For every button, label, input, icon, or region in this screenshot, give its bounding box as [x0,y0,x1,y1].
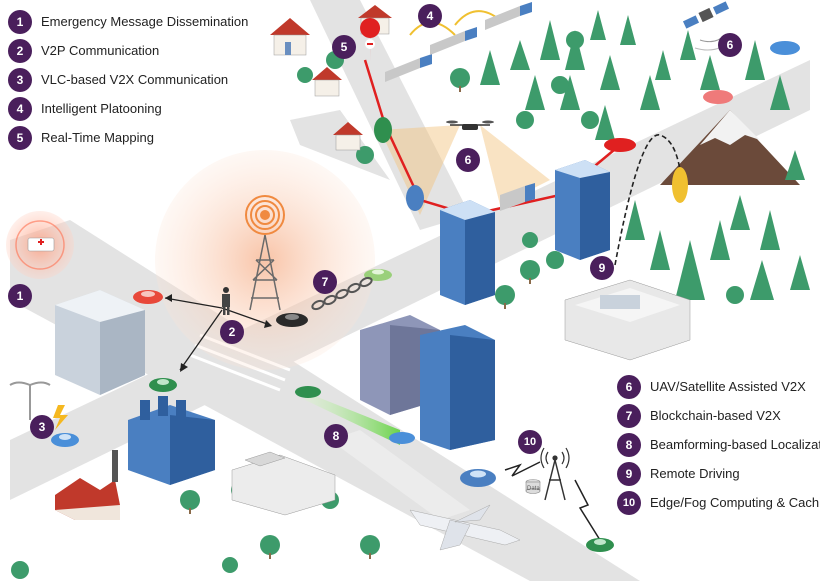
edge-tower [544,459,566,501]
car [770,41,800,55]
tower-building-2 [555,160,610,260]
legend-badge: 5 [8,126,32,150]
factory [128,396,215,485]
map-badge-10: 10 [518,430,542,454]
map-badge-8: 8 [324,424,348,448]
car [460,469,496,487]
data-label: Data [527,486,540,492]
legend-label: VLC-based V2X Communication [41,72,229,87]
red-factory [55,450,120,520]
legend-badge: 7 [617,404,641,428]
car [389,432,415,444]
car [276,313,308,327]
remote-driving-link [614,134,681,266]
edge-signal-icon [540,447,570,469]
legend-label: UAV/Satellite Assisted V2X [650,379,806,394]
legend-badge: 2 [8,39,32,63]
legend-label: Edge/Fog Computing & Caching [650,495,820,510]
car [133,290,163,304]
truck [485,2,532,30]
v2p-links [164,297,271,371]
car [586,538,614,552]
data-cache-icon: Data [525,479,540,494]
north-road [310,0,470,230]
map-badge-6-satellite: 6 [718,33,742,57]
legend-label: V2P Communication [41,43,160,58]
edge-link-1 [504,461,541,477]
ambulance-alert-ring [15,220,65,270]
truck [430,27,477,55]
control-room [564,279,691,361]
satellite-icon [682,1,734,51]
tree-trunks [189,86,531,559]
house [312,67,342,97]
cell-tower [249,234,281,311]
platoon-trucks [385,2,532,82]
map-badge-9: 9 [590,256,614,280]
legend-label: Intelligent Platooning [41,101,162,116]
uav-drone-icon [446,120,494,130]
legend-label: Real-Time Mapping [41,130,154,145]
arrowheads [165,294,272,372]
truck [385,54,432,82]
car [672,167,688,203]
map-badge-7: 7 [313,270,337,294]
legend-badge: 3 [8,68,32,92]
legend-badge: 1 [8,10,32,34]
car [374,117,392,143]
legend-badge: 6 [617,375,641,399]
map-badge-2: 2 [220,320,244,344]
map-pin-icon [360,18,381,62]
legend-label: Remote Driving [650,466,740,481]
warehouse [231,451,336,516]
car [703,90,733,104]
map-badge-3: 3 [30,415,54,439]
tower-building-1 [440,200,495,305]
mountain [660,110,800,185]
car [406,185,424,211]
house [333,122,363,151]
houses [270,5,392,151]
south-spur [330,430,470,520]
pedestrian-icon [222,287,230,315]
car [604,138,636,152]
office-building [55,290,145,395]
blockchain-chain-icon [311,276,373,311]
street-light [9,381,51,420]
legend-label: Emergency Message Dissemination [41,14,249,29]
map-badge-1: 1 [8,284,32,308]
ambulance [27,237,55,252]
car [364,269,392,281]
vlc-lightning-icon [53,405,68,430]
car [51,433,79,447]
cross-road [10,60,810,500]
map-badge-5: 5 [332,35,356,59]
car [295,386,321,398]
legend-label: Blockchain-based V2X [650,408,781,423]
map-badge-6-uav: 6 [456,148,480,172]
house [270,18,310,56]
car [149,378,177,392]
beamforming-beam [305,392,400,445]
map-badge-4: 4 [418,4,442,28]
truck [500,183,535,211]
hq-building [360,315,495,450]
vehicles [27,41,800,552]
legend-badge: 4 [8,97,32,121]
airplane [409,504,521,551]
legend-label: Beamforming-based Localization [650,437,820,452]
uav-beam-left [380,125,460,215]
edge-link-2 [574,479,601,541]
legend-badge: 9 [617,462,641,486]
legend-badge: 8 [617,433,641,457]
tower-signal-icon [245,195,285,235]
legend-badge: 10 [617,491,641,515]
